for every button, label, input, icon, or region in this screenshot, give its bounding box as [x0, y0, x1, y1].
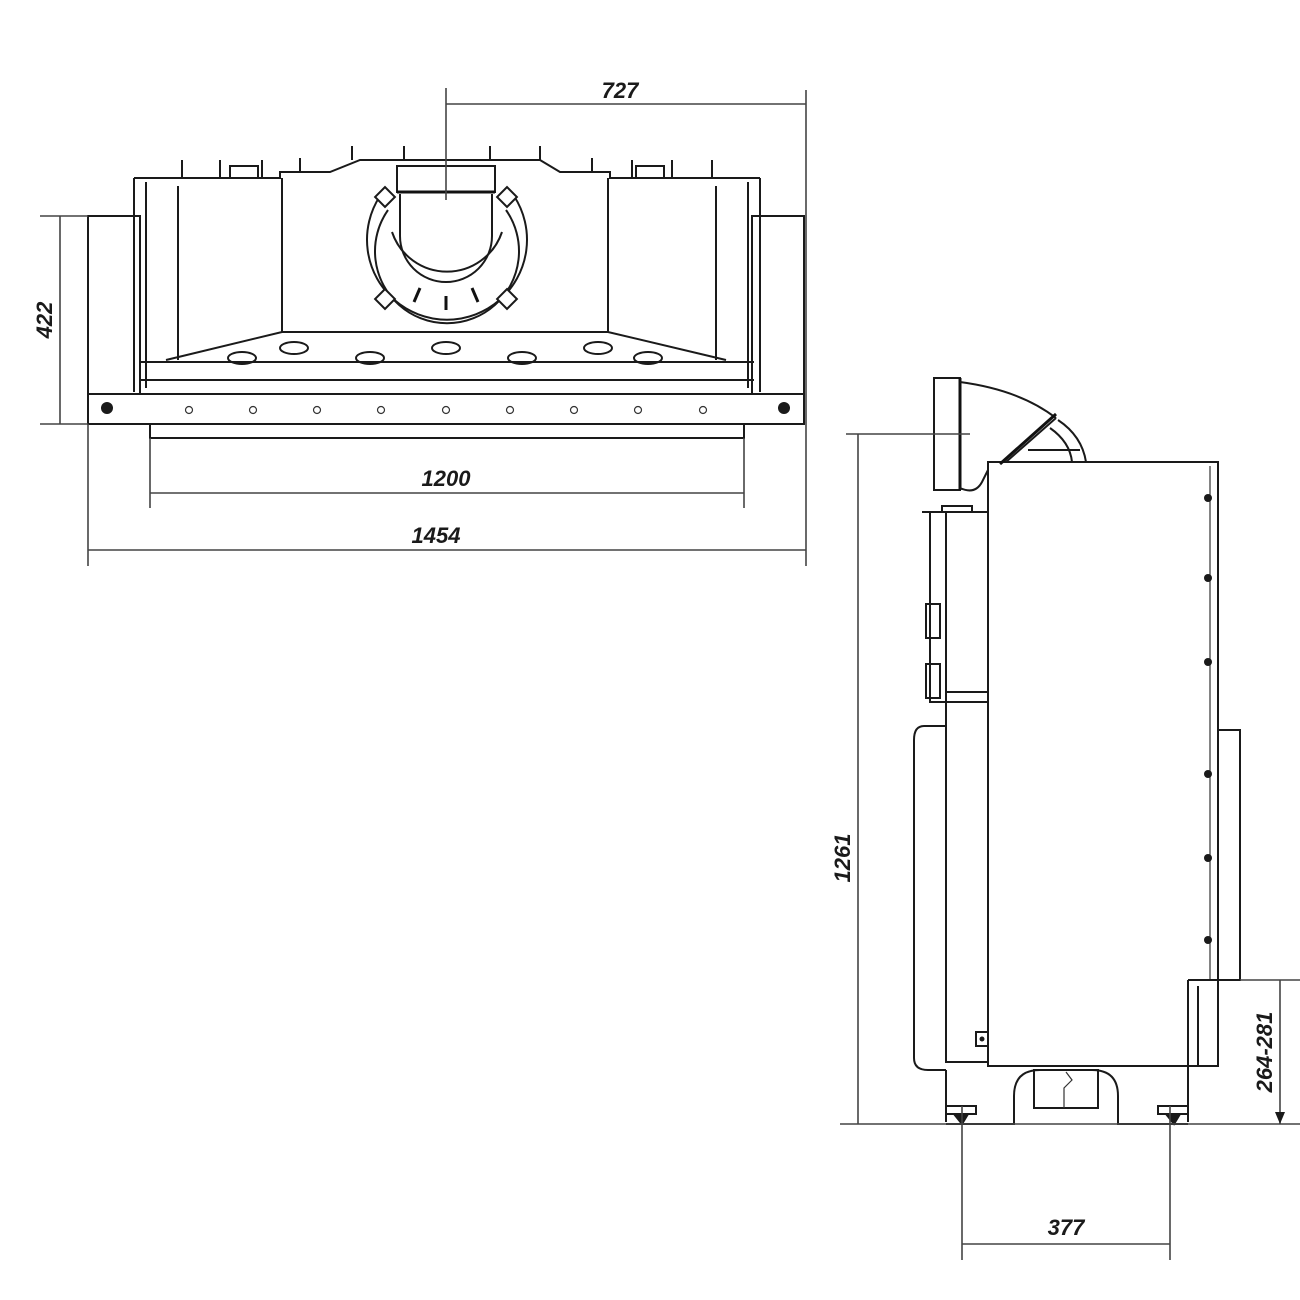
dim-flue-offset: 727: [602, 78, 640, 103]
flue-outlet-front: [366, 165, 528, 325]
side-view: 1261 264-281 377: [830, 377, 1300, 1260]
dimension-lines-front: [40, 88, 807, 566]
dim-overall-width: 1454: [412, 523, 461, 548]
dimension-lines-side: [840, 433, 1300, 1260]
dim-front-height: 422: [32, 301, 57, 339]
dim-leg-height: 264-281: [1252, 1012, 1277, 1094]
front-view: 727 422 1200 1454: [32, 78, 807, 566]
dim-leg-spacing: 377: [1048, 1215, 1086, 1240]
flue-elbow-side: [933, 377, 1087, 513]
dim-overall-height: 1261: [830, 834, 855, 883]
dim-opening-width: 1200: [422, 466, 472, 491]
